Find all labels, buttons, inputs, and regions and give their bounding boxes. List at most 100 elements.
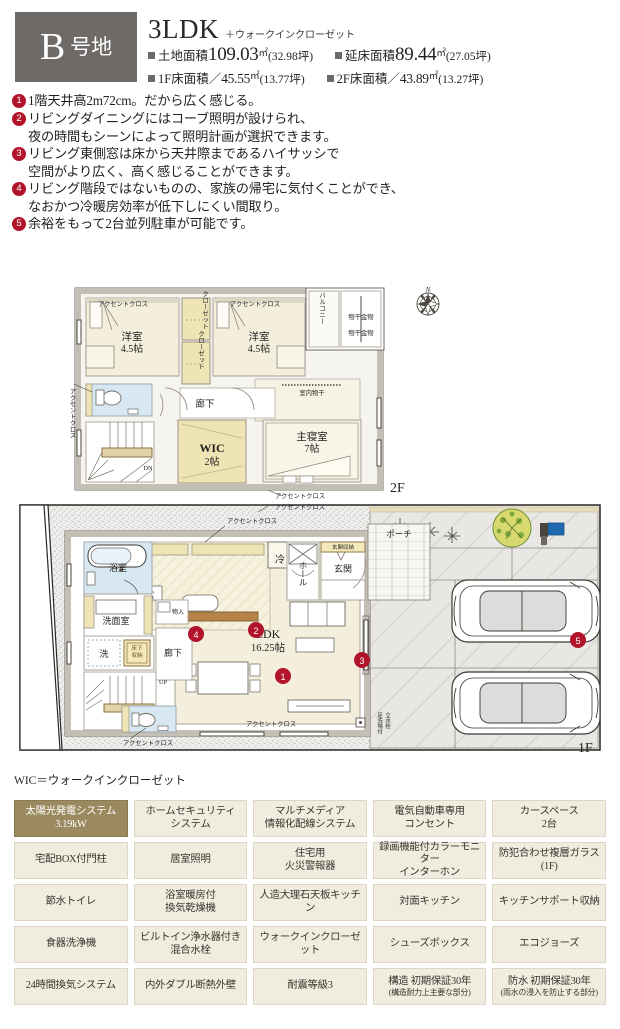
spec-line1: エコジョーズ bbox=[519, 938, 580, 950]
room-size-bedroom2: 4.5帖 bbox=[248, 342, 271, 355]
spec-line1: 住宅用 bbox=[294, 848, 326, 859]
label-accent-cross-2f-a: アクセントクロス bbox=[98, 300, 148, 308]
room-size-master: 7帖 bbox=[305, 442, 320, 455]
bullet-text: リビング階段ではないものの、家族の帰宅に気付くことができ、 bbox=[28, 181, 404, 196]
bullet-number-icon: 4 bbox=[12, 182, 26, 196]
lot-badge: B 号地 bbox=[15, 12, 137, 82]
spec-line1: 宅配BOX付門柱 bbox=[35, 854, 107, 866]
spec-line1: 浴室暖房付 bbox=[165, 890, 216, 901]
area-row-2: 1F床面積／ 45.55 ㎡ (13.77坪) 2F床面積／ 43.89 ㎡ (… bbox=[148, 68, 614, 87]
list-item: 5 余裕をもって2台並列駐車が可能です。 bbox=[12, 215, 412, 232]
mailbox-icon bbox=[540, 522, 565, 545]
room-label-bath: 浴室 bbox=[109, 562, 127, 573]
spec-line2: 3.19kW bbox=[55, 818, 87, 830]
area-value: 89.44 bbox=[395, 44, 437, 65]
floor-label-2f: 2F bbox=[390, 481, 405, 496]
bullet-number-icon: 3 bbox=[12, 147, 26, 161]
area-row-1: 土地面積 109.03 ㎡ (32.98坪) 延床面積 89.44 ㎡ (27.… bbox=[148, 44, 614, 66]
area-tsubo: (13.27坪) bbox=[438, 74, 484, 86]
spec-item: カースペース 2台 bbox=[492, 800, 606, 837]
area-label: 1F床面積／ bbox=[158, 72, 222, 86]
room-size-bedroom1: 4.5帖 bbox=[121, 342, 144, 355]
area-tsubo: (32.98坪) bbox=[267, 51, 314, 63]
bullet-text: リビング東側窓は床から天井際まであるハイサッシで bbox=[28, 146, 340, 161]
label-stair-down: DN bbox=[143, 465, 153, 472]
spec-item: ビルトイン浄水器付き 混合水栓 bbox=[133, 926, 248, 963]
plan-type-row: 3LDK ＋ウォークインクローゼット bbox=[148, 14, 355, 45]
label-underfloor-storage-2: 収納 bbox=[131, 651, 143, 659]
area-label: 2F床面積／ bbox=[336, 72, 400, 86]
label-accent-cross-2f-b: アクセントクロス bbox=[230, 300, 280, 308]
spec-line1: 人造大理石天板キッチン bbox=[259, 890, 361, 914]
spec-line1: 耐震等級3 bbox=[287, 980, 333, 992]
spec-item: 防犯合わせ複層ガラス (1F) bbox=[492, 842, 606, 879]
spec-line2: システム bbox=[170, 818, 211, 830]
area-value: 109.03 bbox=[208, 44, 259, 65]
spec-line2: (1F) bbox=[540, 860, 558, 872]
spec-line2: 換気乾燥機 bbox=[165, 902, 216, 914]
room-label-corridor-1f: 廊下 bbox=[164, 647, 182, 658]
spec-item: 浴室暖房付 換気乾燥機 bbox=[133, 884, 248, 921]
label-accent-cross-2f-bottom: アクセントクロス bbox=[275, 492, 325, 500]
spec-sub: (構造耐力上主要な部分) bbox=[388, 988, 471, 997]
bullet-text-cont: 空間がより広く、高く感じることができます。 bbox=[28, 164, 299, 179]
plan-marker-2: 2 bbox=[248, 622, 264, 638]
spec-line1: シューズボックス bbox=[389, 938, 470, 950]
floorplan-graphics: 洋室 4.5帖 洋室 4.5帖 主寝室 7帖 WIC 2帖 廊下 クローゼット … bbox=[0, 280, 620, 765]
lot-suffix: 号地 bbox=[70, 34, 113, 59]
room-size-wic: 2帖 bbox=[205, 455, 220, 468]
bullet-text: リビングダイニングにはコーブ照明が設けられ、 bbox=[28, 111, 314, 126]
label-outdoor-faucet-2: 立水栓 bbox=[384, 711, 391, 730]
spec-line2: 火災警報器 bbox=[284, 860, 336, 872]
floor1-plan: LDK 16.25帖 浴室 洗面室 洗 床下 収納 廊下 物入 冷 ホール 玄関… bbox=[19, 503, 601, 756]
spec-line1: キッチンサポート収納 bbox=[498, 896, 600, 908]
area-1f: 1F床面積／ 45.55 ㎡ (13.77坪) bbox=[148, 68, 305, 87]
area-value: 45.55 bbox=[221, 71, 251, 86]
room-label-hall: ホール bbox=[298, 561, 308, 587]
label-porch: ポーチ bbox=[386, 529, 412, 539]
plan-type: 3LDK bbox=[148, 14, 219, 44]
square-bullet-icon bbox=[326, 75, 334, 82]
room-label-bedroom1: 洋室 bbox=[122, 330, 143, 343]
spec-line2: 情報化配線システム bbox=[264, 818, 356, 830]
room-label-wic: WIC bbox=[199, 441, 224, 455]
plan-marker-1: 1 bbox=[275, 668, 291, 684]
bullet-text-cont: 夜の時間もシーンによって照明計画が選択できます。 bbox=[28, 129, 337, 144]
wic-legend: WIC＝ウォークインクローゼット bbox=[14, 775, 186, 787]
list-item: 1 1階天井高2m72cm。だから広く感じる。 bbox=[12, 92, 412, 109]
room-label-corridor-2f: 廊下 bbox=[195, 398, 214, 410]
spec-item: ホームセキュリティ システム bbox=[133, 800, 248, 837]
room-label-master: 主寝室 bbox=[296, 430, 328, 443]
spec-item: ウォークインクローゼット bbox=[253, 926, 367, 963]
tree-icon bbox=[492, 508, 532, 548]
spec-item: 電気自動車専用 コンセント bbox=[372, 800, 487, 837]
feature-bullet-list: 1 1階天井高2m72cm。だから広く感じる。 2 リビングダイニングにはコーブ… bbox=[12, 92, 412, 233]
area-label: 延床面積 bbox=[345, 49, 396, 63]
plan-marker-4: 4 bbox=[188, 626, 204, 642]
spec-line1: カースペース bbox=[519, 806, 579, 817]
square-bullet-icon bbox=[335, 52, 343, 59]
spec-line2: インターホン bbox=[399, 866, 460, 878]
plan-extra: ＋ウォークインクローゼット bbox=[225, 30, 355, 41]
area-block: 土地面積 109.03 ㎡ (32.98坪) 延床面積 89.44 ㎡ (27.… bbox=[148, 44, 614, 89]
label-accent-cross-1f-bottom2: アクセントクロス bbox=[123, 739, 173, 747]
bullet-number-icon: 5 bbox=[12, 217, 26, 231]
list-item: 4 リビング階段ではないものの、家族の帰宅に気付くことができ、 なおかつ冷暖房効… bbox=[12, 180, 412, 215]
label-shoe-cabinet: 玄関収納 bbox=[332, 543, 355, 551]
compass-icon: N bbox=[416, 286, 441, 317]
spec-item: マルチメディア 情報化配線システム bbox=[253, 800, 367, 837]
plan-marker-5: 5 bbox=[570, 632, 586, 648]
room-size-ldk: 16.25帖 bbox=[251, 641, 286, 654]
spec-line1: 内外ダブル断熱外壁 bbox=[144, 980, 236, 992]
area-label: 土地面積 bbox=[158, 49, 209, 63]
spec-line1: 対面キッチン bbox=[399, 896, 460, 908]
spec-item: 対面キッチン bbox=[372, 884, 487, 921]
header: B 号地 3LDK ＋ウォークインクローゼット 土地面積 109.03 ㎡ (3… bbox=[0, 0, 620, 88]
label-accent-cross-1f-bottom: アクセントクロス bbox=[246, 720, 296, 728]
spec-item: エコジョーズ bbox=[492, 926, 606, 963]
label-closet-upper: クローゼット bbox=[201, 290, 209, 330]
svg-text:1: 1 bbox=[280, 672, 285, 682]
label-balcony: バルコニー bbox=[318, 291, 326, 324]
spec-line1: 居室照明 bbox=[170, 854, 211, 866]
